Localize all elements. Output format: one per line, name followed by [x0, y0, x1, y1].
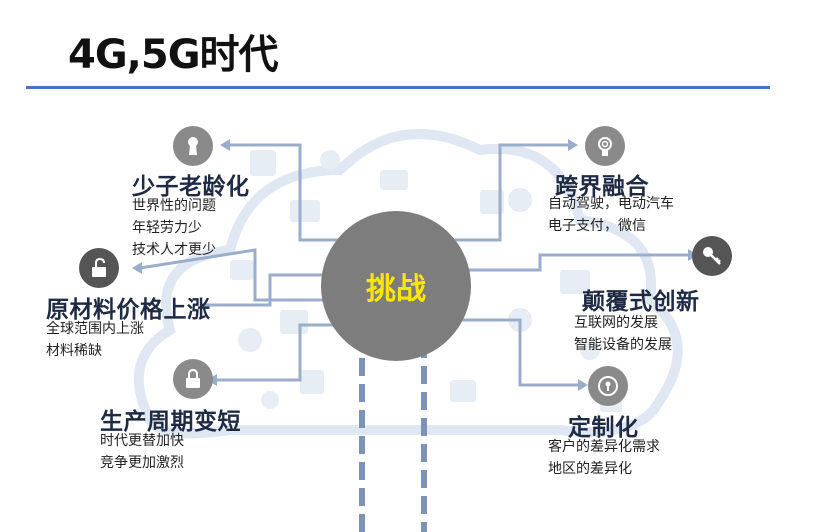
left-1-heading: 原材料价格上涨 — [46, 296, 211, 323]
list-item: 世界性的问题 — [132, 198, 216, 214]
right-1-heading: 颠覆式创新 — [582, 288, 700, 315]
left-0-heading: 少子老龄化 — [132, 173, 250, 200]
keyhole-lock-icon — [588, 366, 628, 406]
list-item: 智能设备的发展 — [574, 337, 672, 353]
right-1-lines: 互联网的发展 智能设备的发展 — [574, 312, 672, 356]
keyhole-icon — [173, 126, 213, 166]
list-item: 技术人才更少 — [132, 242, 216, 258]
right-0-heading: 跨界融合 — [555, 173, 649, 200]
list-item: 时代更替加快 — [100, 433, 184, 449]
unlock-icon — [79, 248, 119, 288]
list-item: 自动驾驶，电动汽车 — [548, 196, 674, 212]
title-divider — [26, 86, 770, 89]
left-2-lines: 时代更替加快 竞争更加激烈 — [100, 430, 184, 474]
right-2-heading: 定制化 — [568, 414, 639, 441]
left-1-lines: 全球范围内上涨 材料稀缺 — [46, 318, 144, 362]
list-item: 竞争更加激烈 — [100, 455, 184, 471]
list-item: 全球范围内上涨 — [46, 321, 144, 337]
list-item: 互联网的发展 — [574, 315, 658, 331]
center-label: 挑战 — [366, 272, 426, 307]
list-item: 年轻劳力少 — [132, 220, 202, 236]
challenge-hub: 挑战 — [321, 211, 471, 361]
left-2-heading: 生产周期变短 — [100, 408, 241, 435]
list-item: 客户的差异化需求 — [548, 439, 660, 455]
right-2-lines: 客户的差异化需求 地区的差异化 — [548, 436, 660, 480]
key-icon — [692, 236, 732, 276]
right-0-lines: 自动驾驶，电动汽车 电子支付，微信 — [548, 193, 674, 237]
fingerprint-lock-icon — [585, 126, 625, 166]
page-title: 4G,5G时代 — [68, 32, 279, 78]
list-item: 材料稀缺 — [46, 343, 102, 359]
left-0-lines: 世界性的问题 年轻劳力少 技术人才更少 — [132, 195, 216, 261]
cloud-background-icon — [133, 129, 683, 439]
list-item: 地区的差异化 — [548, 461, 632, 477]
list-item: 电子支付，微信 — [548, 218, 646, 234]
lock-icon — [173, 359, 213, 399]
